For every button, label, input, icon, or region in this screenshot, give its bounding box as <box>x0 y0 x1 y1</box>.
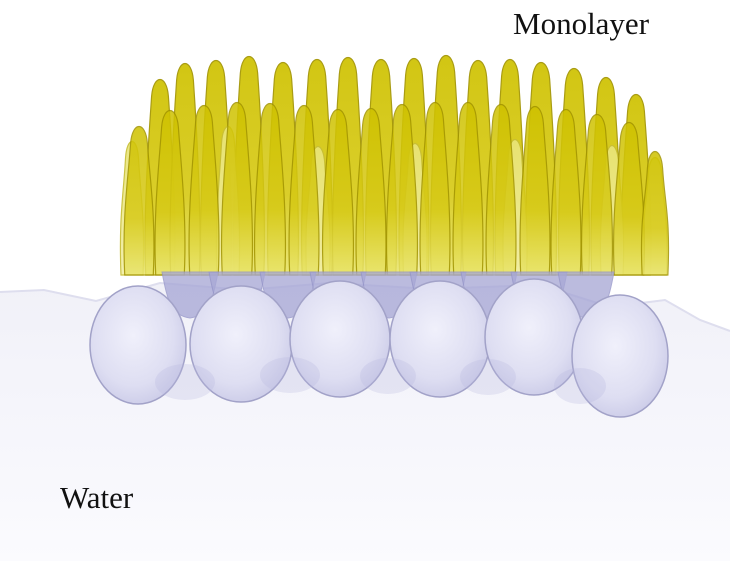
monolayer-label: Monolayer <box>513 8 649 39</box>
head-contact-shadow <box>260 357 320 393</box>
head-contact-shadow <box>460 359 516 395</box>
hydrophobic-tail-layer <box>120 56 668 276</box>
head-contact-shadow <box>554 368 606 404</box>
monolayer-molecule-group <box>90 56 669 418</box>
head-contact-shadow <box>155 364 215 400</box>
head-contact-shadow <box>360 358 416 394</box>
water-label: Water <box>60 482 133 513</box>
